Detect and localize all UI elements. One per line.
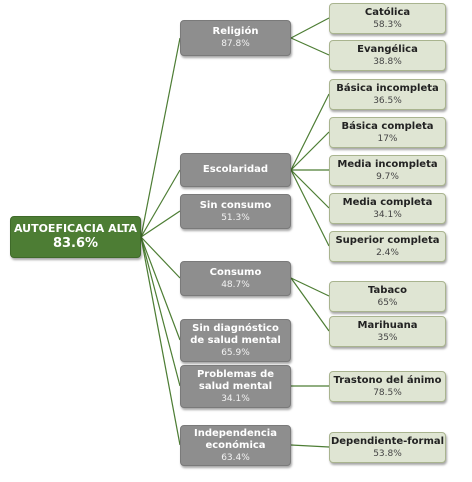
leaf-media-completa: Media completa 34.1% [329,193,446,224]
node-consumo: Consumo 48.7% [180,261,291,296]
node-value: 34.1% [221,393,250,404]
leaf-value: 53.8% [373,448,402,459]
node-title: Religión [212,26,259,37]
node-title: Escolaridad [202,164,269,175]
connector-escolaridad-superior-completa [290,169,330,247]
connector-root-problemas [140,236,181,387]
leaf-catolica: Católica 58.3% [329,3,446,34]
connector-root-sin-consumo [140,210,181,238]
node-religion: Religión 87.8% [180,20,291,56]
connector-root-religion [140,37,181,238]
node-title: Consumo [209,266,262,278]
node-title: Sin diagnóstico de salud mental [190,322,281,346]
leaf-value: 9.7% [376,171,399,182]
leaf-title: Superior completa [335,234,440,246]
leaf-dependiente-formal: Dependiente-formal 53.8% [329,432,446,463]
node-title: Independencia económica [193,427,277,451]
leaf-superior-completa: Superior completa 2.4% [329,231,446,262]
leaf-media-incompleta: Media incompleta 9.7% [329,155,446,186]
leaf-title: Dependiente-formal [330,435,445,447]
node-title: Problemas de salud mental [196,368,275,392]
leaf-title: Media incompleta [337,158,438,170]
leaf-title: Media completa [342,196,433,208]
node-value: 87.8% [221,39,250,49]
leaf-value: 2.4% [376,247,399,258]
node-title: Sin consumo [199,199,272,211]
node-value: 65.9% [221,347,250,358]
leaf-basica-incompleta: Básica incompleta 36.5% [329,79,446,110]
leaf-title: Católica [364,6,411,18]
node-value: 48.7% [221,279,250,290]
connector-root-escolaridad [140,169,181,238]
leaf-title: Evangélica [357,43,418,55]
leaf-title: Tabaco [368,284,407,296]
leaf-value: 65% [377,297,398,308]
node-problemas-salud-mental: Problemas de salud mental 34.1% [180,365,291,408]
leaf-value: 58.3% [373,19,402,30]
connector-escolaridad-basica-completa [290,131,330,171]
leaf-value: 35% [377,332,398,343]
leaf-title: Trastono del ánimo [333,374,442,386]
root-value: 83.6% [52,236,99,251]
node-sin-diagnostico: Sin diagnóstico de salud mental 65.9% [180,319,291,362]
connector-independencia-dependiente [290,444,330,448]
connector-root-independencia [140,236,181,446]
connector-escolaridad-basica-incompleta [290,93,330,171]
leaf-value: 38.8% [373,56,402,67]
connector-consumo-tabaco [290,277,330,297]
leaf-value: 17% [377,133,398,144]
connector-religion-catolica [290,17,330,39]
leaf-trastorno-del-animo: Trastono del ánimo 78.5% [329,371,446,402]
connector-consumo-marihuana [290,277,330,332]
leaf-marihuana: Marihuana 35% [329,316,446,347]
leaf-title: Marihuana [357,319,418,331]
node-escolaridad: Escolaridad [180,153,291,187]
connector-escolaridad-media-completa [290,169,330,209]
node-sin-consumo: Sin consumo 51.3% [180,194,291,229]
leaf-title: Básica completa [341,120,434,132]
root-node-autoeficacia-alta: AUTOEFICACIA ALTA 83.6% [10,216,141,258]
node-value: 63.4% [221,452,250,463]
leaf-value: 36.5% [373,95,402,106]
leaf-evangelica: Evangélica 38.8% [329,40,446,71]
leaf-basica-completa: Básica completa 17% [329,117,446,148]
connector-root-sin-diagnostico [140,236,181,341]
node-independencia-economica: Independencia económica 63.4% [180,425,291,466]
node-value: 51.3% [221,212,250,223]
root-title: AUTOEFICACIA ALTA [13,222,138,235]
leaf-value: 78.5% [373,387,402,398]
leaf-value: 34.1% [373,209,402,220]
connector-root-consumo [140,236,181,279]
connector-religion-evangelica [290,37,330,56]
leaf-title: Básica incompleta [336,82,439,94]
leaf-tabaco: Tabaco 65% [329,281,446,312]
